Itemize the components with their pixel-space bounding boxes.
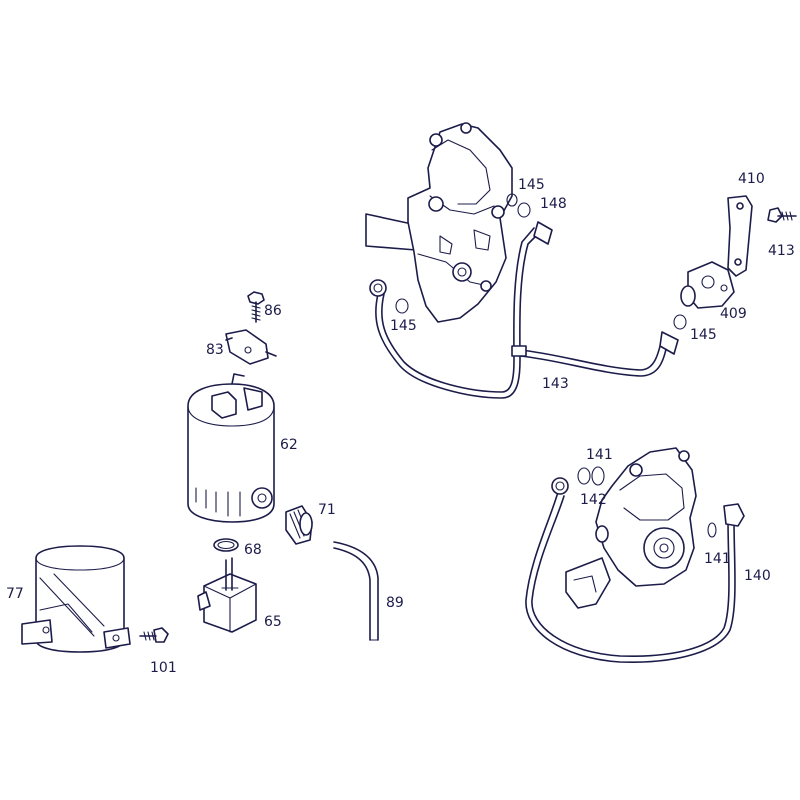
sensor-83 bbox=[225, 329, 277, 365]
fitting-409 bbox=[680, 261, 735, 309]
heater-element-65 bbox=[197, 557, 257, 633]
label-83: 83 bbox=[206, 342, 224, 358]
label-410: 410 bbox=[738, 171, 765, 187]
o-ring-145-right bbox=[673, 314, 687, 330]
label-145-left: 145 bbox=[390, 318, 417, 334]
label-89: 89 bbox=[386, 595, 404, 611]
bolt-86 bbox=[247, 291, 265, 323]
hose-89 bbox=[333, 541, 379, 641]
label-141-lower: 141 bbox=[704, 551, 731, 567]
label-143: 143 bbox=[542, 376, 569, 392]
label-68: 68 bbox=[244, 542, 262, 558]
label-86: 86 bbox=[264, 303, 282, 319]
high-pressure-pump bbox=[565, 447, 697, 609]
o-ring-145-left bbox=[395, 298, 409, 314]
o-ring-145-top bbox=[506, 193, 518, 207]
o-ring-148 bbox=[517, 202, 531, 218]
label-145-top: 145 bbox=[518, 177, 545, 193]
label-62: 62 bbox=[280, 437, 298, 453]
label-148: 148 bbox=[540, 196, 567, 212]
bolt-101 bbox=[139, 627, 169, 643]
engine-housing bbox=[365, 122, 513, 323]
o-ring-141-upper bbox=[577, 467, 591, 485]
fuel-line-140 bbox=[525, 477, 745, 663]
label-101: 101 bbox=[150, 660, 177, 676]
label-140: 140 bbox=[744, 568, 771, 584]
label-413: 413 bbox=[768, 243, 795, 259]
label-145-right: 145 bbox=[690, 327, 717, 343]
bracket-410 bbox=[727, 195, 753, 277]
o-ring-141-lower bbox=[707, 522, 717, 538]
label-65: 65 bbox=[264, 614, 282, 630]
holder-77 bbox=[21, 545, 131, 653]
bolt-413 bbox=[767, 207, 797, 223]
label-141-upper: 141 bbox=[586, 447, 613, 463]
label-71: 71 bbox=[318, 502, 336, 518]
label-77: 77 bbox=[6, 586, 24, 602]
seal-68 bbox=[213, 538, 239, 552]
o-ring-142 bbox=[591, 466, 605, 486]
fuel-filter-62 bbox=[187, 373, 275, 523]
label-142: 142 bbox=[580, 492, 607, 508]
label-409: 409 bbox=[720, 306, 747, 322]
fuel-line-143 bbox=[369, 221, 679, 399]
screw-plug-71 bbox=[285, 505, 313, 545]
